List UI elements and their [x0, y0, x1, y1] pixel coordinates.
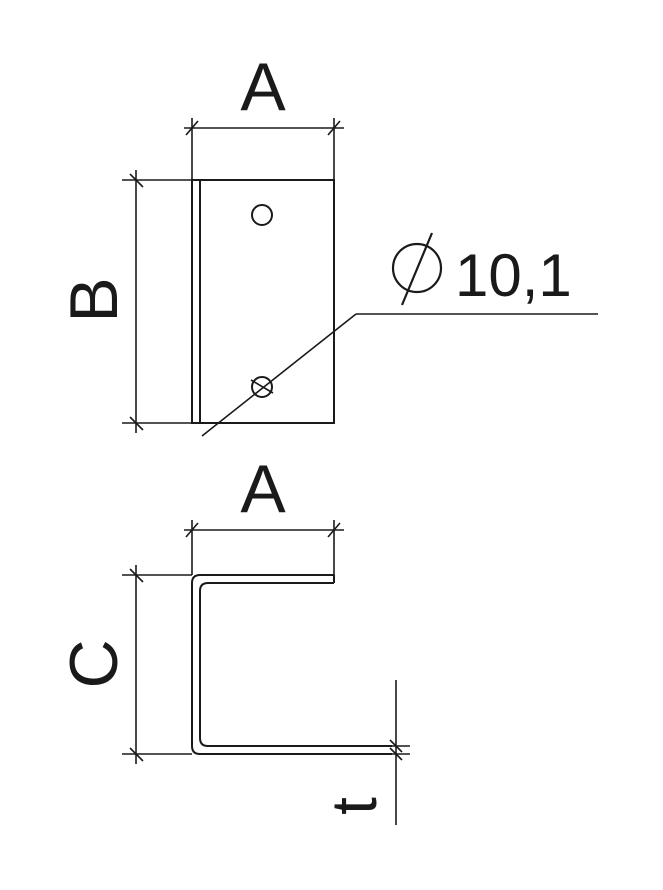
- dimension-c: [122, 565, 192, 764]
- tick-mark: [185, 522, 199, 538]
- tick-mark: [129, 747, 144, 762]
- dimension-b-label: B: [56, 277, 132, 322]
- leader-line: [201, 313, 357, 437]
- hole-diameter-value: 10,1: [455, 242, 572, 309]
- profile-outer: [191, 574, 392, 755]
- front-view: [191, 179, 335, 424]
- profile-inner: [199, 582, 392, 747]
- plate-outline: [191, 179, 335, 424]
- tick-mark: [185, 120, 199, 136]
- upper-hole: [251, 204, 273, 226]
- tick-mark: [389, 747, 403, 761]
- dimension-b: [122, 170, 192, 433]
- diameter-icon: [391, 232, 443, 306]
- dimension-a-bottom: [184, 520, 344, 575]
- dimension-a-bottom-label: A: [240, 451, 286, 527]
- tick-mark: [129, 568, 144, 583]
- profile-view: [191, 574, 392, 755]
- lower-hole: [251, 376, 273, 398]
- dimension-t-label: t: [318, 797, 390, 815]
- dimension-t: [334, 680, 410, 825]
- tick-mark: [327, 120, 341, 136]
- center-tick: [250, 379, 274, 394]
- tick-mark: [129, 173, 144, 188]
- tick-mark: [327, 522, 341, 538]
- hole-callout: [201, 313, 598, 437]
- dimension-a-top: [184, 118, 344, 180]
- tick-mark: [129, 416, 144, 431]
- tick-mark: [389, 739, 403, 753]
- dimension-a-top-label: A: [240, 49, 286, 125]
- dimension-c-label: C: [56, 639, 132, 688]
